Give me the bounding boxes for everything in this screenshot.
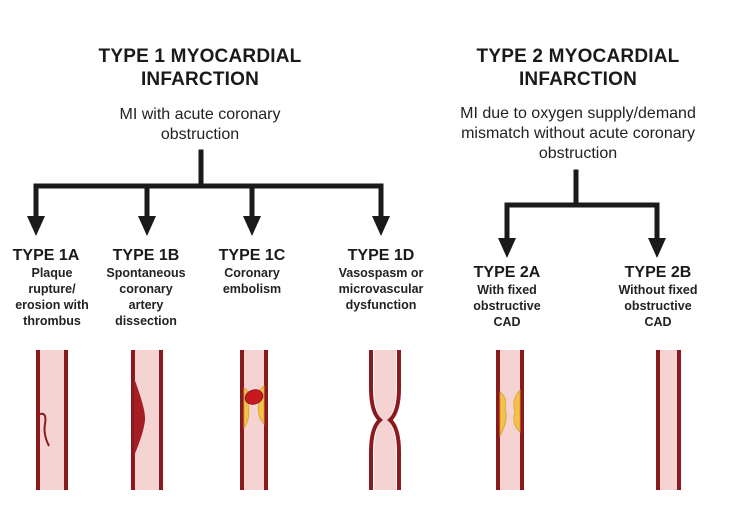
subtype-label: TYPE 2B	[624, 264, 692, 281]
subtype-type2b: TYPE 2B Without fixed obstructive CAD	[606, 263, 710, 330]
vessel-type2b-illustration	[656, 350, 681, 490]
subtype-label: TYPE 1B	[112, 247, 180, 264]
type1-title: TYPE 1 MYOCARDIAL INFARCTION	[98, 46, 302, 90]
subtype-description: With fixed obstructive CAD	[473, 283, 541, 329]
subtype-description: Vasospasm or microvascular dysfunction	[338, 266, 424, 312]
subtype-description: Plaque rupture/ erosion with thrombus	[15, 266, 89, 328]
subtype-type1b: TYPE 1B Spontaneous coronary artery diss…	[98, 246, 194, 329]
vessel-type1c-illustration	[240, 350, 268, 490]
type2-description: MI due to oxygen supply/demand mismatch …	[460, 105, 696, 162]
type1d-arrowhead	[372, 216, 390, 236]
subtype-label: TYPE 1A	[12, 247, 80, 264]
type2b-arrowhead	[648, 238, 666, 258]
subtype-label: TYPE 2A	[473, 264, 541, 281]
type2-title: TYPE 2 MYOCARDIAL INFARCTION	[476, 46, 680, 90]
subtype-type2a: TYPE 2A With fixed obstructive CAD	[460, 263, 554, 330]
vessel-type1b-illustration	[131, 350, 163, 490]
vessel-type1a-illustration	[36, 350, 68, 490]
type2a-arrowhead	[498, 238, 516, 258]
subtype-type1d: TYPE 1D Vasospasm or microvascular dysfu…	[326, 246, 436, 313]
subtype-label: TYPE 1D	[347, 247, 415, 264]
vessel-type2a-illustration	[496, 350, 524, 490]
type1a-arrowhead	[27, 216, 45, 236]
type1b-arrowhead	[138, 216, 156, 236]
subtype-label: TYPE 1C	[218, 247, 286, 264]
type1c-arrowhead	[243, 216, 261, 236]
vessel-type1d-illustration	[369, 350, 401, 490]
subtype-description: Spontaneous coronary artery dissection	[106, 266, 186, 328]
subtype-description: Without fixed obstructive CAD	[618, 283, 698, 329]
type1-description: MI with acute coronary obstruction	[119, 106, 281, 143]
subtype-type1c: TYPE 1C Coronary embolism	[204, 246, 300, 297]
subtype-type1a: TYPE 1A Plaque rupture/ erosion with thr…	[0, 246, 92, 329]
subtype-description: Coronary embolism	[222, 266, 282, 296]
